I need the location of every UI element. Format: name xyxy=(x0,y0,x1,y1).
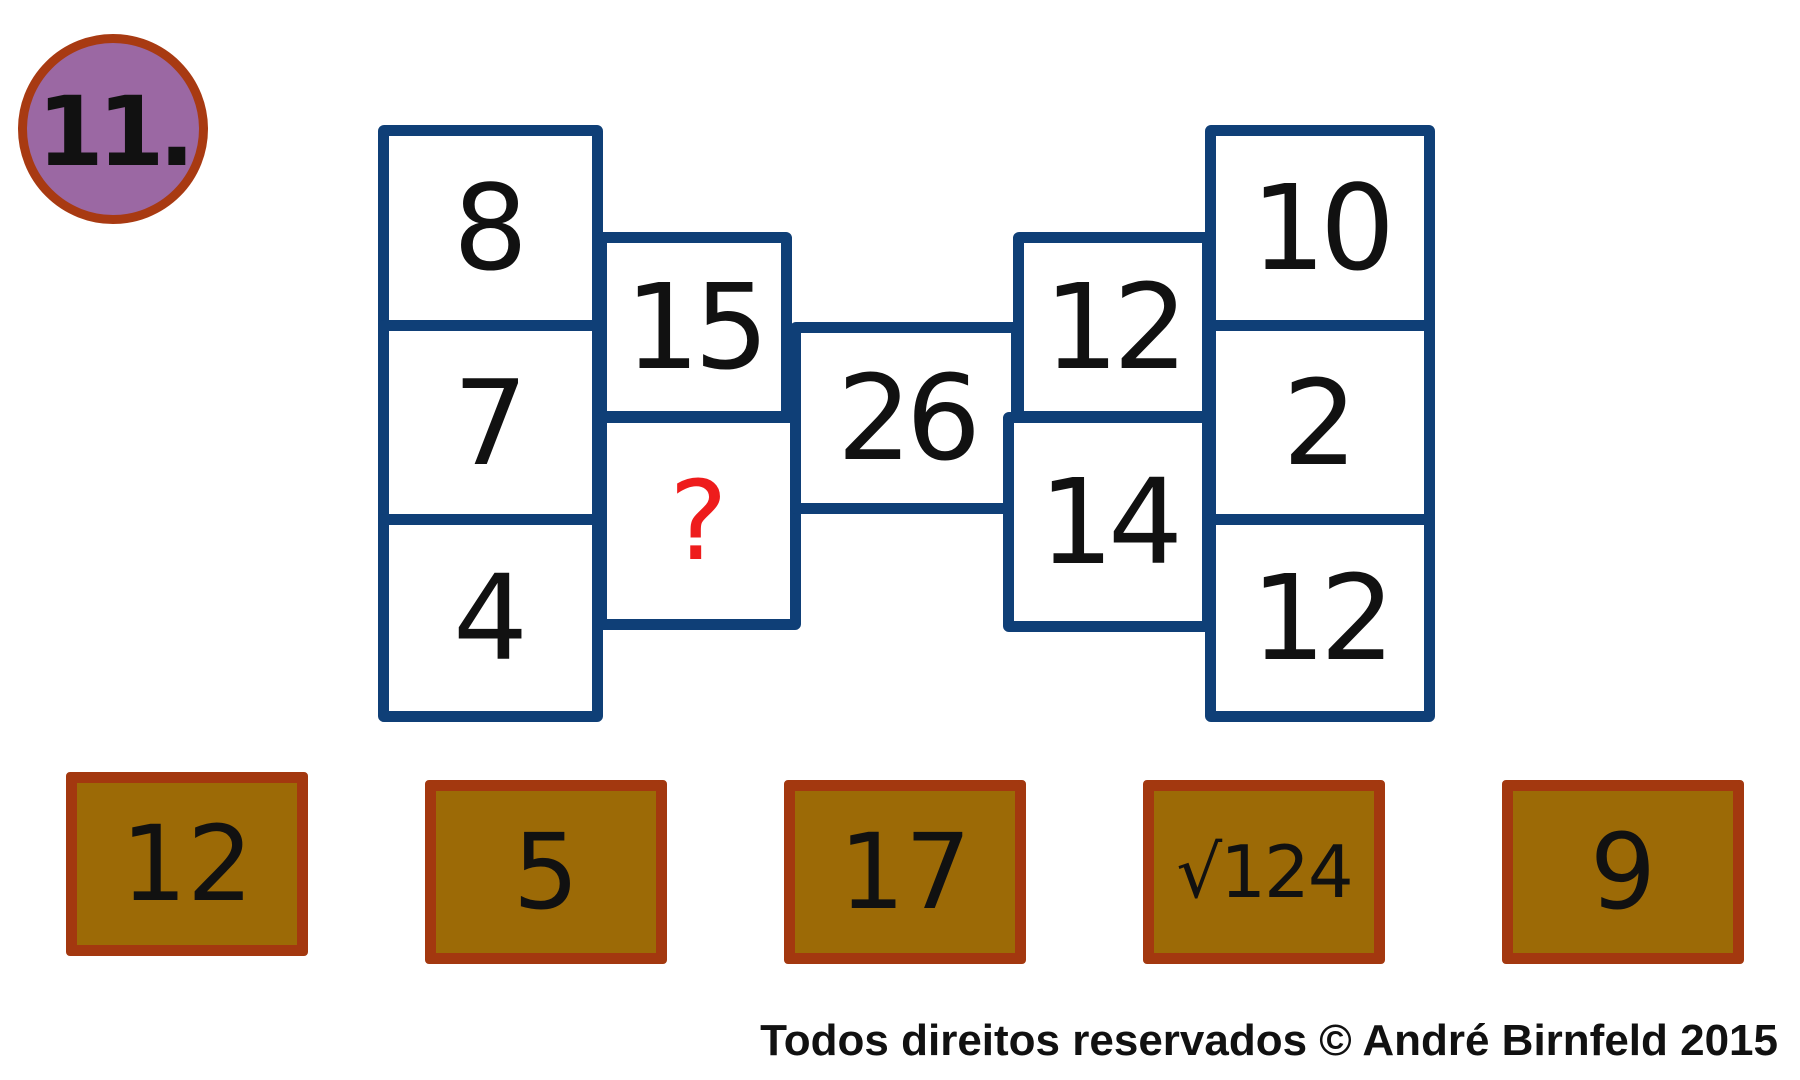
inner-left-cell-1: 15 xyxy=(596,232,792,422)
left-cell-1: 8 xyxy=(378,125,603,331)
answer-option-2[interactable]: 5 xyxy=(425,780,667,964)
inner-right-cell-2: 14 xyxy=(1003,412,1213,632)
right-cell-1: 10 xyxy=(1205,125,1435,331)
answer-option-3[interactable]: 17 xyxy=(784,780,1026,964)
puzzle-number-badge: 11. xyxy=(18,34,208,224)
puzzle-number: 11. xyxy=(36,76,195,188)
inner-right-cell-1: 12 xyxy=(1013,232,1213,422)
answer-option-5[interactable]: 9 xyxy=(1502,780,1744,964)
center-cell: 26 xyxy=(790,322,1022,514)
copyright-text: Todos direitos reservados © André Birnfe… xyxy=(760,1016,1778,1065)
answer-option-4[interactable]: √124 xyxy=(1143,780,1385,964)
unknown-value: ? xyxy=(669,457,728,585)
left-cell-3: 4 xyxy=(378,514,603,722)
inner-left-cell-unknown: ? xyxy=(596,412,801,630)
answer-option-1[interactable]: 12 xyxy=(66,772,308,956)
right-cell-2: 2 xyxy=(1205,320,1435,525)
left-cell-2: 7 xyxy=(378,320,603,525)
right-cell-3: 12 xyxy=(1205,514,1435,722)
